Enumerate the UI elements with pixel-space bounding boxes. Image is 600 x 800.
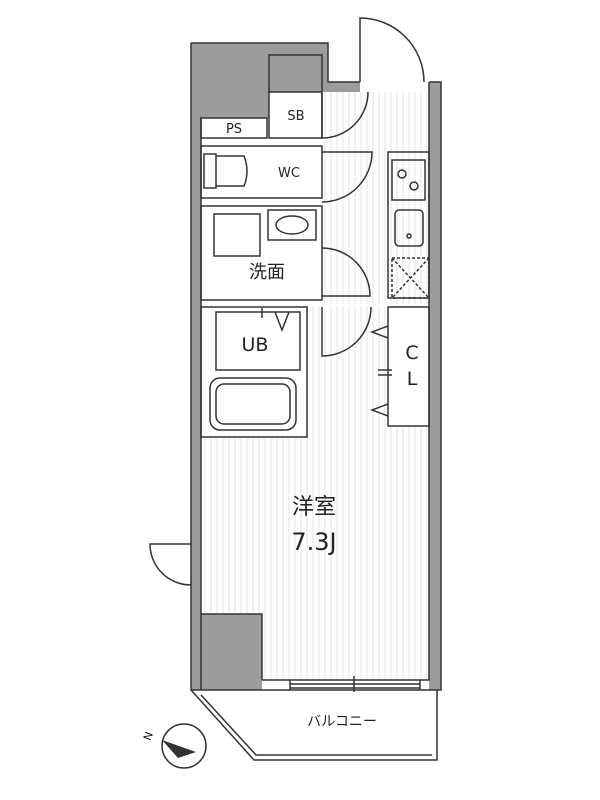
bathtub-inner [215, 383, 291, 425]
vanity [267, 209, 317, 241]
burner-1 [397, 169, 407, 179]
kitchen-sink-drain [406, 233, 412, 239]
fridge-space-cross [391, 257, 430, 299]
outer-outline [190, 42, 442, 691]
unit-bath-room [200, 306, 308, 438]
balcony-label: バルコニー [307, 714, 377, 730]
sb-door-swing [321, 91, 369, 139]
compass-circle [161, 723, 207, 769]
ps-room [200, 117, 268, 139]
ub-door-swing [321, 306, 372, 357]
closet-label-l: L [407, 368, 418, 390]
toilet-tank [203, 153, 217, 189]
wc-room [200, 145, 323, 199]
wall-right [429, 82, 441, 690]
fridge-space [391, 257, 430, 299]
closet-door-divider [378, 369, 392, 376]
stove [391, 159, 426, 201]
sb-label: SB [287, 109, 304, 124]
ub-folding-door [261, 308, 290, 333]
corridor-floor [322, 92, 429, 304]
vanity-sink [275, 215, 309, 235]
closet-label-c: C [405, 342, 418, 364]
wc-label: WC [278, 166, 300, 181]
washroom-door-swing [321, 247, 371, 297]
wall-block-lower-left [191, 614, 262, 690]
side-window-swing [149, 543, 192, 586]
compass-needle-icon [162, 740, 196, 758]
wc-door-swing [321, 151, 373, 203]
burner-2 [409, 181, 419, 191]
balcony-inner-line [200, 694, 432, 756]
washroom-label: 洗面 [249, 262, 285, 283]
compass-north-label: N [141, 730, 156, 742]
ps-label: PS [226, 122, 242, 137]
unit-bath-inner [215, 311, 301, 371]
closet-door-2 [369, 403, 389, 417]
exterior-wall [191, 43, 360, 690]
main-room-size: 7.3J [291, 528, 336, 556]
closet-door-1 [369, 325, 389, 339]
ub-label: UB [242, 334, 269, 356]
closet-room [387, 306, 430, 427]
toilet-bowl [216, 155, 248, 187]
washing-machine [213, 213, 261, 257]
washroom-room [200, 205, 323, 301]
entrance-door-swing [359, 17, 425, 83]
main-room-label: 洋室 [292, 495, 336, 520]
main-room-floor [201, 307, 429, 680]
kitchen-sink [394, 209, 424, 247]
bathtub [209, 377, 297, 431]
balcony-window [289, 676, 421, 692]
balcony-outline [190, 689, 438, 761]
